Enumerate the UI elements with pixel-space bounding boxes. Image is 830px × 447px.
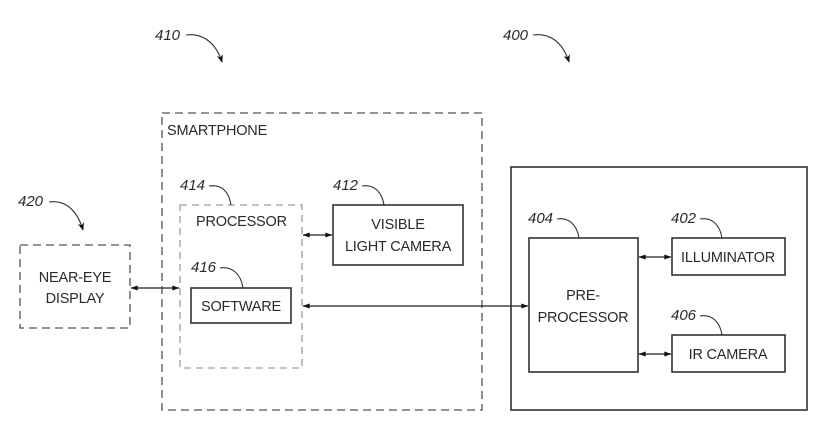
software-label: SOFTWARE (201, 299, 282, 315)
pre-processor-border (528, 237, 639, 373)
software-block: SOFTWARE 416 (190, 259, 292, 324)
near-eye-display-label-line1: NEAR-EYE (39, 270, 112, 286)
system-400-border (510, 166, 808, 411)
ref-420: 420 (18, 193, 84, 231)
software-border (190, 287, 292, 324)
visible-light-camera-label-line1: VISIBLE (371, 217, 425, 233)
system-400-block (510, 166, 808, 411)
ref-416-leader (219, 267, 244, 289)
processor-label: PROCESSOR (196, 214, 287, 230)
smartphone-label: SMARTPHONE (167, 123, 268, 139)
ref-406-label: 406 (671, 307, 697, 324)
near-eye-display-border (19, 244, 131, 329)
ir-camera-block: IR CAMERA 406 (671, 307, 786, 373)
ref-414-label: 414 (180, 177, 205, 194)
ref-400: 400 (503, 27, 570, 63)
processor-border (179, 204, 303, 369)
ref-412-leader (361, 185, 385, 206)
ref-416-label: 416 (191, 259, 217, 276)
ref-420-arrow (48, 201, 84, 231)
ir-camera-border (671, 334, 786, 373)
ref-402-label: 402 (671, 210, 697, 227)
visible-light-camera-label-line2: LIGHT CAMERA (345, 239, 452, 255)
ref-404-leader (556, 218, 580, 239)
illuminator-label: ILLUMINATOR (681, 250, 775, 266)
pre-processor-label-line2: PROCESSOR (538, 310, 629, 326)
smartphone-block: SMARTPHONE (161, 112, 483, 411)
ref-414-leader (208, 185, 232, 206)
near-eye-display-block: NEAR-EYE DISPLAY (19, 244, 131, 329)
near-eye-display-label-line2: DISPLAY (46, 291, 105, 307)
smartphone-border (161, 112, 483, 411)
ref-404-label: 404 (528, 210, 553, 227)
ref-410: 410 (155, 27, 223, 63)
visible-light-camera-block: VISIBLE LIGHT CAMERA 412 (332, 177, 464, 266)
pre-processor-block: PRE- PROCESSOR 404 (528, 210, 639, 373)
illuminator-border (671, 237, 786, 276)
processor-block: PROCESSOR 414 (179, 177, 303, 369)
ref-406-leader (699, 315, 723, 336)
pre-processor-label-line1: PRE- (566, 288, 600, 304)
ref-412-label: 412 (333, 177, 359, 194)
ref-410-arrow (185, 34, 223, 63)
ref-400-label: 400 (503, 27, 529, 44)
ref-400-arrow (532, 34, 570, 63)
ref-410-label: 410 (155, 27, 181, 44)
ref-420-label: 420 (18, 193, 44, 210)
visible-light-camera-border (332, 204, 464, 266)
ref-402-leader (699, 218, 723, 239)
illuminator-block: ILLUMINATOR 402 (671, 210, 786, 276)
ir-camera-label: IR CAMERA (689, 347, 768, 363)
